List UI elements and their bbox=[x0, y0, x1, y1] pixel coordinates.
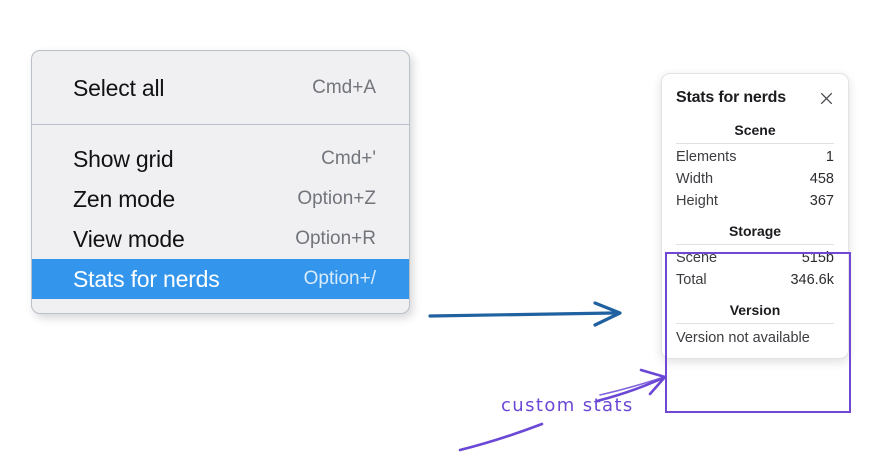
stats-panel-body: Scene Elements 1 Width 458 Height 367 St… bbox=[662, 111, 848, 346]
stat-row-width: Width 458 bbox=[676, 168, 834, 190]
stats-panel-title: Stats for nerds bbox=[676, 89, 786, 106]
stat-value: 515b bbox=[801, 250, 834, 266]
stat-label: Total bbox=[676, 272, 707, 288]
menu-item-shortcut: Cmd+A bbox=[312, 77, 376, 98]
stat-value: 346.6k bbox=[790, 272, 834, 288]
stats-for-nerds-panel: Stats for nerds Scene Elements 1 Width 4… bbox=[661, 73, 849, 359]
menu-divider bbox=[32, 124, 409, 125]
stat-label: Width bbox=[676, 171, 714, 187]
menu-section-2: Show grid Cmd+' Zen mode Option+Z View m… bbox=[32, 125, 409, 313]
stat-value: 367 bbox=[809, 193, 834, 209]
stat-row-elements: Elements 1 bbox=[676, 146, 834, 168]
menu-item-label: Stats for nerds bbox=[73, 265, 220, 292]
menu-item-shortcut: Option+Z bbox=[297, 188, 376, 209]
stat-row-storage-total: Total 346.6k bbox=[676, 269, 834, 291]
menu-item-stats-for-nerds[interactable]: Stats for nerds Option+/ bbox=[32, 259, 409, 299]
stat-row-storage-scene: Scene 515b bbox=[676, 247, 834, 269]
menu-item-label: Select all bbox=[73, 74, 165, 101]
menu-item-label: Zen mode bbox=[73, 185, 175, 212]
section-rule bbox=[676, 323, 834, 324]
annotation-label: custom stats bbox=[501, 395, 634, 416]
section-title-storage: Storage bbox=[728, 223, 782, 239]
menu-item-label: Show grid bbox=[73, 145, 174, 172]
callout-underline-icon bbox=[458, 422, 544, 452]
close-icon[interactable] bbox=[818, 90, 835, 107]
menu-item-shortcut: Option+/ bbox=[303, 268, 376, 289]
section-rule bbox=[676, 143, 834, 144]
menu-item-label: View mode bbox=[73, 225, 185, 252]
menu-item-shortcut: Cmd+' bbox=[321, 148, 376, 169]
menu-item-select-all[interactable]: Select all Cmd+A bbox=[32, 68, 409, 108]
stat-label: Scene bbox=[676, 250, 718, 266]
menu-item-shortcut: Option+R bbox=[295, 228, 376, 249]
stat-row-height: Height 367 bbox=[676, 190, 834, 212]
version-note: Version not available bbox=[676, 330, 810, 346]
stat-label: Height bbox=[676, 193, 718, 209]
context-menu[interactable]: Select all Cmd+A Show grid Cmd+' Zen mod… bbox=[31, 50, 410, 314]
section-rule bbox=[676, 244, 834, 245]
menu-item-view-mode[interactable]: View mode Option+R bbox=[32, 219, 409, 259]
flow-arrow-icon bbox=[428, 301, 622, 327]
stat-value: 1 bbox=[825, 149, 834, 165]
menu-section-1: Select all Cmd+A bbox=[32, 51, 409, 124]
stat-value: 458 bbox=[809, 171, 834, 187]
menu-item-zen-mode[interactable]: Zen mode Option+Z bbox=[32, 179, 409, 219]
menu-item-show-grid[interactable]: Show grid Cmd+' bbox=[32, 139, 409, 179]
section-title-version: Version bbox=[729, 302, 781, 318]
stats-panel-header: Stats for nerds bbox=[662, 85, 848, 111]
stat-label: Elements bbox=[676, 149, 737, 165]
section-title-scene: Scene bbox=[734, 122, 776, 138]
